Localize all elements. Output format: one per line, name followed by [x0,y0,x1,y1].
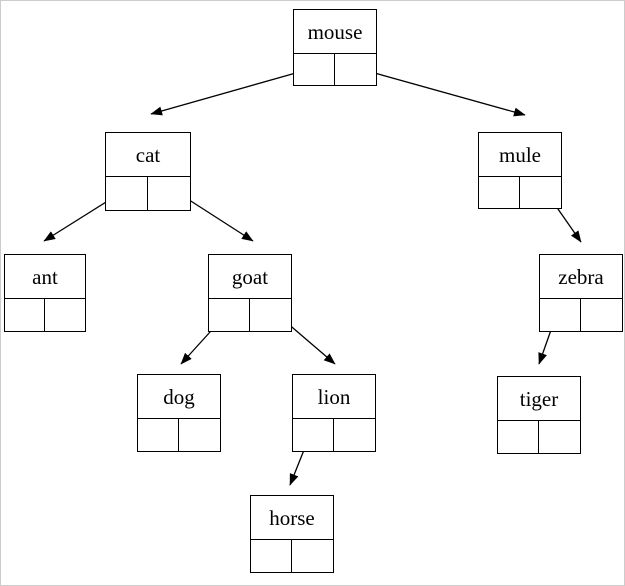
tree-node-pointers-ant [5,299,85,331]
right-pointer-cell-dog [179,419,220,451]
right-pointer-cell-tiger [539,421,580,453]
tree-node-zebra[interactable]: zebra [539,254,623,332]
tree-node-mouse[interactable]: mouse [293,9,377,86]
tree-node-label-cat: cat [106,133,190,177]
left-pointer-cell-zebra [540,299,581,331]
tree-node-ant[interactable]: ant [4,254,86,332]
left-pointer-cell-cat [106,177,148,210]
tree-node-label-lion: lion [293,375,375,419]
tree-node-label-tiger: tiger [498,377,580,421]
tree-node-dog[interactable]: dog [137,374,221,452]
tree-node-tiger[interactable]: tiger [497,376,581,454]
tree-node-pointers-zebra [540,299,622,331]
right-pointer-cell-mule [520,177,561,208]
tree-node-label-goat: goat [209,255,291,299]
tree-node-cat[interactable]: cat [105,132,191,211]
left-pointer-cell-mouse [294,54,335,85]
tree-edge-mouse-to-mule [352,66,526,117]
tree-node-lion[interactable]: lion [292,374,376,452]
tree-node-pointers-goat [209,299,291,331]
right-pointer-cell-lion [334,419,375,451]
tree-node-pointers-lion [293,419,375,451]
right-pointer-cell-zebra [581,299,622,331]
right-pointer-cell-ant [45,299,85,331]
left-pointer-cell-lion [293,419,334,451]
tree-node-horse[interactable]: horse [250,495,334,573]
tree-node-mule[interactable]: mule [478,132,562,209]
tree-node-pointers-horse [251,540,333,572]
left-pointer-cell-mule [479,177,520,208]
tree-node-label-horse: horse [251,496,333,540]
left-pointer-cell-tiger [498,421,539,453]
right-pointer-cell-horse [292,540,333,572]
left-pointer-cell-goat [209,299,250,331]
tree-node-label-dog: dog [138,375,220,419]
left-pointer-cell-ant [5,299,45,331]
tree-node-label-ant: ant [5,255,85,299]
tree-node-goat[interactable]: goat [208,254,292,332]
tree-node-label-mule: mule [479,133,561,177]
right-pointer-cell-mouse [335,54,376,85]
tree-node-label-mouse: mouse [294,10,376,54]
right-pointer-cell-cat [148,177,190,210]
tree-node-label-zebra: zebra [540,255,622,299]
tree-node-pointers-dog [138,419,220,451]
tree-node-pointers-cat [106,177,190,210]
right-pointer-cell-goat [250,299,291,331]
left-pointer-cell-horse [251,540,292,572]
tree-node-pointers-tiger [498,421,580,453]
tree-node-pointers-mouse [294,54,376,85]
tree-node-pointers-mule [479,177,561,208]
left-pointer-cell-dog [138,419,179,451]
